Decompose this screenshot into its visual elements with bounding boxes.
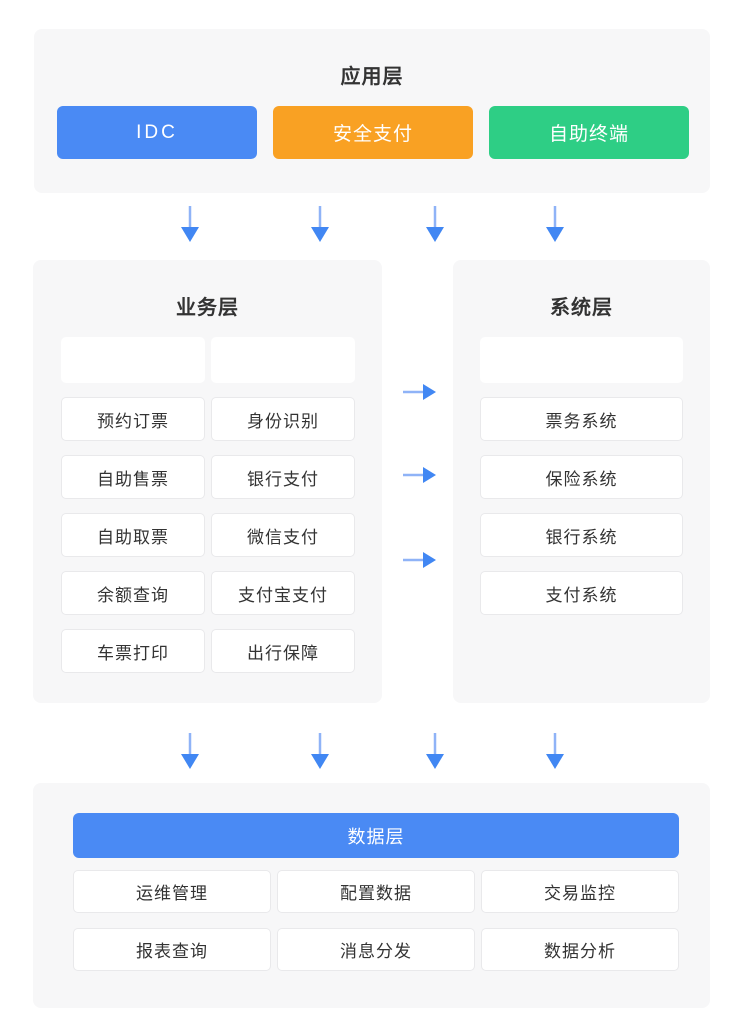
node-travel-guarantee: 出行保障 bbox=[211, 629, 355, 673]
node-bank-payment: 银行支付 bbox=[211, 455, 355, 499]
down-arrow-icon bbox=[546, 206, 564, 242]
right-arrow-icon bbox=[403, 467, 436, 483]
business-layer-card: 业务层 票务服务 硬件服务 预约订票 身份识别 自助售票 银行支付 自助取票 微… bbox=[33, 260, 382, 703]
node-data-analysis: 数据分析 bbox=[481, 928, 679, 971]
node-idc: IDC bbox=[57, 106, 257, 159]
right-arrow-icon bbox=[403, 552, 436, 568]
node-self-ticket-sale: 自助售票 bbox=[61, 455, 205, 499]
down-arrow-icon bbox=[311, 733, 329, 769]
node-self-ticket-pickup: 自助取票 bbox=[61, 513, 205, 557]
system-layer-nodes: 系统接入 票务系统 保险系统 银行系统 支付系统 bbox=[480, 337, 683, 615]
business-layer-nodes: 票务服务 硬件服务 预约订票 身份识别 自助售票 银行支付 自助取票 微信支付 … bbox=[61, 337, 355, 673]
down-arrow-icon bbox=[426, 733, 444, 769]
node-system-access: 系统接入 bbox=[480, 337, 683, 383]
down-arrow-icon bbox=[181, 206, 199, 242]
node-wechat-payment: 微信支付 bbox=[211, 513, 355, 557]
node-bank-system: 银行系统 bbox=[480, 513, 683, 557]
node-reserve-booking: 预约订票 bbox=[61, 397, 205, 441]
node-transaction-monitoring: 交易监控 bbox=[481, 870, 679, 913]
node-hardware-service: 硬件服务 bbox=[211, 337, 355, 383]
node-ticket-service: 票务服务 bbox=[61, 337, 205, 383]
node-message-dispatch: 消息分发 bbox=[277, 928, 475, 971]
node-ops-management: 运维管理 bbox=[73, 870, 271, 913]
right-arrow-icon bbox=[403, 384, 436, 400]
application-layer-nodes: IDC 安全支付 自助终端 bbox=[57, 106, 689, 159]
business-layer-title: 业务层 bbox=[176, 297, 239, 319]
node-insurance-system: 保险系统 bbox=[480, 455, 683, 499]
down-arrow-icon bbox=[546, 733, 564, 769]
data-layer-card: 数据层 运维管理 配置数据 交易监控 报表查询 消息分发 数据分析 bbox=[33, 783, 710, 1008]
application-layer-title: 应用层 bbox=[340, 66, 404, 88]
node-balance-inquiry: 余额查询 bbox=[61, 571, 205, 615]
node-report-query: 报表查询 bbox=[73, 928, 271, 971]
node-self-service-terminal: 自助终端 bbox=[489, 106, 689, 159]
node-secure-payment: 安全支付 bbox=[273, 106, 473, 159]
data-layer-nodes: 运维管理 配置数据 交易监控 报表查询 消息分发 数据分析 bbox=[73, 870, 679, 971]
data-layer-header-bar: 数据层 bbox=[73, 813, 679, 858]
system-layer-card: 系统层 系统接入 票务系统 保险系统 银行系统 支付系统 bbox=[453, 260, 710, 703]
node-payment-system: 支付系统 bbox=[480, 571, 683, 615]
system-layer-title: 系统层 bbox=[550, 297, 613, 319]
node-alipay-payment: 支付宝支付 bbox=[211, 571, 355, 615]
down-arrow-icon bbox=[181, 733, 199, 769]
node-ticketing-system: 票务系统 bbox=[480, 397, 683, 441]
down-arrow-icon bbox=[311, 206, 329, 242]
application-layer-card: 应用层 IDC 安全支付 自助终端 bbox=[34, 29, 710, 193]
node-config-data: 配置数据 bbox=[277, 870, 475, 913]
node-identity-recognition: 身份识别 bbox=[211, 397, 355, 441]
down-arrow-icon bbox=[426, 206, 444, 242]
node-ticket-printing: 车票打印 bbox=[61, 629, 205, 673]
